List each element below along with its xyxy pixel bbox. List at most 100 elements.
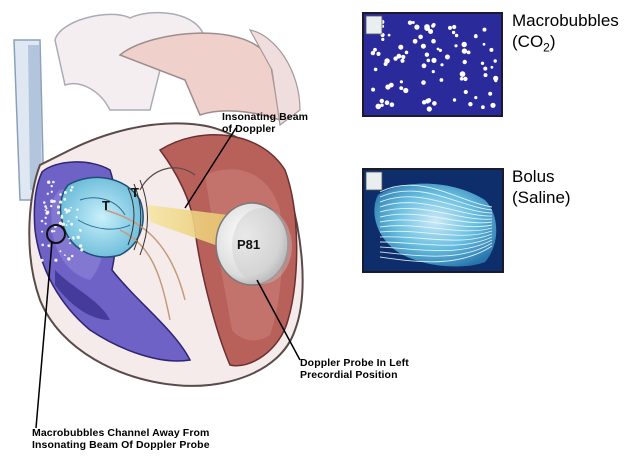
callout-insonating-beam-line1: Insonating Beam	[222, 112, 308, 124]
panel-bubble	[440, 63, 443, 66]
panel-bubble	[488, 92, 492, 96]
atrium-bubble	[41, 231, 43, 233]
panel-bubble	[380, 99, 384, 103]
atrium-bubble	[46, 207, 48, 209]
atrium-bubble	[51, 185, 53, 187]
atrium-bubble	[71, 186, 74, 189]
atrium-bubble	[59, 222, 62, 225]
macrobubbles-label-line1: Macrobubbles	[512, 10, 619, 31]
panel-bubble	[412, 21, 415, 24]
panel-bubble	[427, 59, 431, 63]
macrobubbles-panel	[363, 13, 502, 116]
panel-bubble	[494, 59, 497, 62]
panel-bubble	[474, 96, 477, 99]
panel-bubble	[431, 58, 436, 63]
probe-label: P81	[237, 237, 260, 252]
panel-bubble	[484, 73, 488, 77]
atrium-bubble	[79, 244, 82, 247]
atrium-bubble	[45, 223, 47, 225]
panel-bubble	[490, 103, 495, 108]
panel-bubble	[388, 34, 391, 37]
bolus-label-line2: (Saline)	[512, 187, 571, 208]
atrium-bubble	[47, 193, 49, 195]
panel-bubble	[424, 24, 430, 30]
panel-bubble	[408, 21, 412, 25]
atrium-bubble	[41, 244, 44, 247]
atrium-bubble	[71, 255, 74, 258]
atrium-bubble	[77, 236, 80, 239]
panel-bubble	[380, 104, 383, 107]
callout-channel-away-line1: Macrobubbles Channel Away From	[32, 428, 210, 440]
panel-bubble	[425, 53, 429, 57]
tricuspid-label-left: T	[102, 198, 110, 213]
panel-bubble	[401, 55, 405, 59]
panel-bubble	[440, 78, 444, 82]
callout-probe-position-line1: Doppler Probe In Left	[300, 358, 409, 370]
panel-bubble	[491, 66, 494, 69]
panel-bubble	[481, 62, 484, 65]
atrium-bubble	[72, 236, 74, 238]
callout-probe-position-line2: Precordial Position	[300, 370, 409, 382]
panel-bubble	[421, 80, 426, 85]
bolus-label: Bolus (Saline)	[512, 166, 571, 208]
panel-bubble	[413, 39, 418, 44]
bolus-inset-icon	[366, 172, 382, 190]
panel-bubble	[376, 52, 380, 56]
panel-bubble	[494, 79, 497, 82]
atrium-bubble	[45, 217, 47, 219]
atrium-bubble	[53, 230, 55, 232]
atrium-bubble	[57, 205, 60, 208]
panel-bubble	[371, 88, 375, 92]
callout-probe-position: Doppler Probe In Left Precordial Positio…	[300, 358, 409, 381]
panel-bubble	[455, 34, 458, 37]
atrium-bubble	[76, 209, 78, 211]
atrium-bubble	[63, 198, 66, 201]
panel-bubble	[384, 62, 388, 66]
atrium-bubble	[59, 193, 62, 196]
panel-bubble	[403, 88, 408, 93]
panel-bubble	[464, 90, 468, 94]
panel-bubble	[481, 105, 485, 109]
panel-bubble	[418, 35, 423, 40]
atrium-bubble	[59, 250, 61, 252]
panel-bubble	[405, 51, 409, 55]
atrium-bubble	[67, 220, 69, 222]
callout-channel-away: Macrobubbles Channel Away From Insonatin…	[32, 428, 210, 451]
atrium-bubble	[61, 216, 64, 219]
macrobubbles-inset-icon	[366, 16, 382, 34]
panel-bubble	[431, 24, 435, 28]
panel-bubble	[474, 35, 478, 39]
atrium-bubble	[70, 207, 72, 209]
panel-bubble	[454, 44, 457, 47]
atrium-bubble	[64, 191, 67, 194]
panel-bubble	[483, 43, 486, 46]
atrium-bubble	[68, 238, 70, 240]
atrium-bubble	[41, 259, 44, 262]
panel-bubble	[398, 45, 403, 50]
macrobubbles-label-line2: (CO2)	[512, 31, 619, 58]
panel-bubble	[468, 102, 472, 106]
atrium-bubble	[50, 199, 54, 203]
panel-bubble	[452, 25, 456, 29]
panel-bubble	[400, 59, 404, 63]
atrium-bubble	[67, 257, 70, 260]
panel-bubble	[399, 86, 403, 90]
panel-bubble	[414, 25, 419, 30]
atrium-bubble	[43, 201, 46, 204]
atrium-bubble	[64, 208, 67, 211]
atrium-bubble	[64, 254, 66, 256]
panel-bubble	[374, 68, 378, 72]
atrium-bubble	[70, 223, 73, 226]
panel-bubble	[437, 48, 440, 51]
atrium-bubble	[76, 216, 78, 218]
callout-insonating-beam-line2: of Doppler	[222, 124, 308, 136]
panel-bubble	[400, 80, 403, 83]
panel-bubble	[453, 98, 456, 101]
panel-bubble	[467, 51, 471, 55]
panel-bubble	[463, 77, 467, 81]
atrium-bubble	[79, 229, 81, 231]
panel-bubble	[462, 42, 467, 47]
atrium-bubble	[47, 181, 50, 184]
panel-bubble	[489, 48, 493, 52]
